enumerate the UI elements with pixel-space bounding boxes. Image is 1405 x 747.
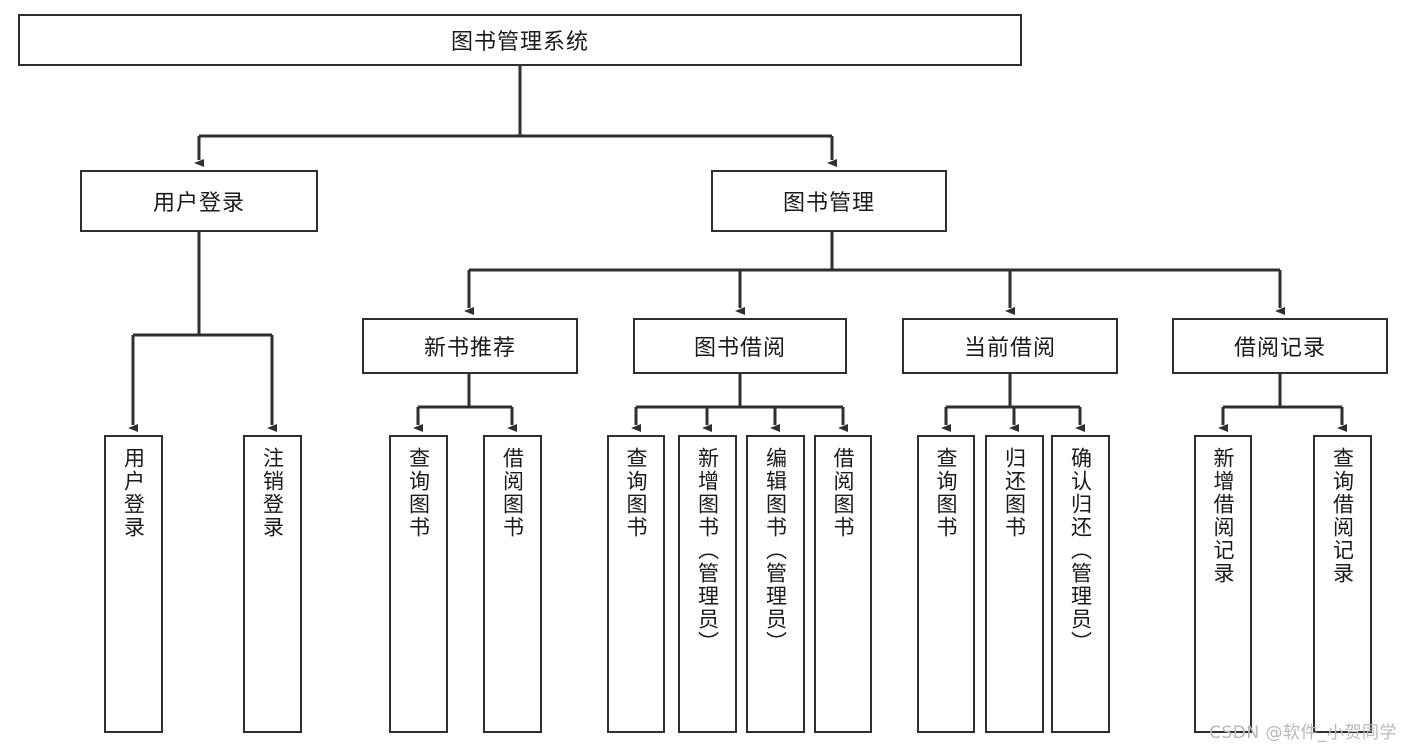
node-leaf-query-book-current[interactable]: 查询图书 [917, 435, 975, 733]
node-book-borrow[interactable]: 图书借阅 [633, 318, 847, 374]
node-leaf-borrow-book-label: 借阅图书 [831, 447, 856, 539]
node-leaf-query-borrow-record[interactable]: 查询借阅记录 [1313, 435, 1372, 733]
node-leaf-add-book[interactable]: 新增图书（管理员） [678, 435, 737, 733]
node-leaf-borrow-book-recommend[interactable]: 借阅图书 [483, 435, 542, 733]
node-book-borrow-label: 图书借阅 [693, 336, 786, 361]
node-borrow-record-label: 借阅记录 [1233, 336, 1326, 361]
node-leaf-edit-book[interactable]: 编辑图书（管理员） [746, 435, 805, 733]
node-leaf-return-book-label: 归还图书 [1002, 447, 1027, 539]
node-leaf-user-login-label: 用户登录 [121, 447, 146, 539]
node-leaf-user-logout-label: 注销登录 [260, 447, 285, 539]
node-new-book-recommend[interactable]: 新书推荐 [362, 318, 578, 374]
node-leaf-add-book-label: 新增图书（管理员） [695, 447, 720, 654]
node-root-label: 图书管理系统 [450, 30, 589, 55]
node-leaf-user-logout[interactable]: 注销登录 [243, 435, 302, 733]
node-user-login[interactable]: 用户登录 [80, 170, 318, 232]
node-leaf-add-borrow-record-label: 新增借阅记录 [1211, 447, 1236, 585]
node-leaf-add-borrow-record[interactable]: 新增借阅记录 [1194, 435, 1252, 733]
node-book-manage-label: 图书管理 [782, 191, 875, 216]
node-leaf-edit-book-label: 编辑图书（管理员） [763, 447, 788, 654]
node-leaf-query-borrow-record-label: 查询借阅记录 [1330, 447, 1355, 585]
node-leaf-borrow-book-recommend-label: 借阅图书 [500, 447, 525, 539]
node-new-book-recommend-label: 新书推荐 [423, 336, 516, 361]
node-leaf-confirm-return-label: 确认归还（管理员） [1068, 447, 1093, 654]
node-root[interactable]: 图书管理系统 [18, 14, 1022, 66]
node-current-borrow[interactable]: 当前借阅 [902, 318, 1118, 374]
node-user-login-label: 用户登录 [152, 191, 245, 216]
node-leaf-return-book[interactable]: 归还图书 [985, 435, 1044, 733]
node-leaf-query-book-borrow[interactable]: 查询图书 [607, 435, 665, 733]
node-book-manage[interactable]: 图书管理 [711, 170, 947, 232]
csdn-watermark: CSDN @软件_小贺同学 [1209, 723, 1397, 743]
node-borrow-record[interactable]: 借阅记录 [1172, 318, 1388, 374]
node-leaf-query-book-borrow-label: 查询图书 [624, 447, 649, 539]
node-current-borrow-label: 当前借阅 [963, 336, 1056, 361]
node-leaf-user-login[interactable]: 用户登录 [104, 435, 163, 733]
node-leaf-query-book-recommend-label: 查询图书 [406, 447, 431, 539]
node-leaf-borrow-book[interactable]: 借阅图书 [814, 435, 872, 733]
node-leaf-query-book-current-label: 查询图书 [934, 447, 959, 539]
node-leaf-query-book-recommend[interactable]: 查询图书 [389, 435, 448, 733]
node-leaf-confirm-return[interactable]: 确认归还（管理员） [1051, 435, 1110, 733]
